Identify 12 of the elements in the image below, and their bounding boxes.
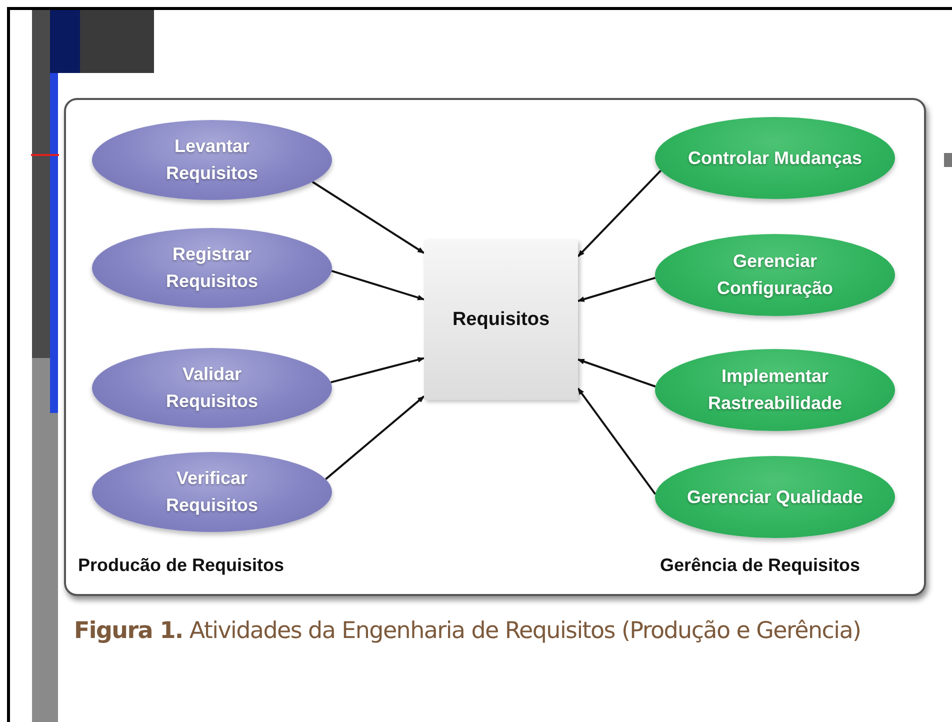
arrow (577, 276, 656, 302)
section-label: Producão de Requisitos (78, 555, 284, 576)
requirements-box: Requisitos (424, 240, 578, 400)
arrow (331, 270, 425, 300)
arrow (312, 181, 425, 254)
arrow (330, 357, 425, 384)
arrow (577, 170, 662, 258)
arrow (577, 358, 656, 388)
section-label: Gerência de Requisitos (660, 555, 860, 576)
arrow (325, 396, 425, 480)
arrow (577, 388, 656, 495)
figure-caption: Figura 1. Atividades da Engenharia de Requisitos (Produção e Gerência) (74, 618, 861, 644)
